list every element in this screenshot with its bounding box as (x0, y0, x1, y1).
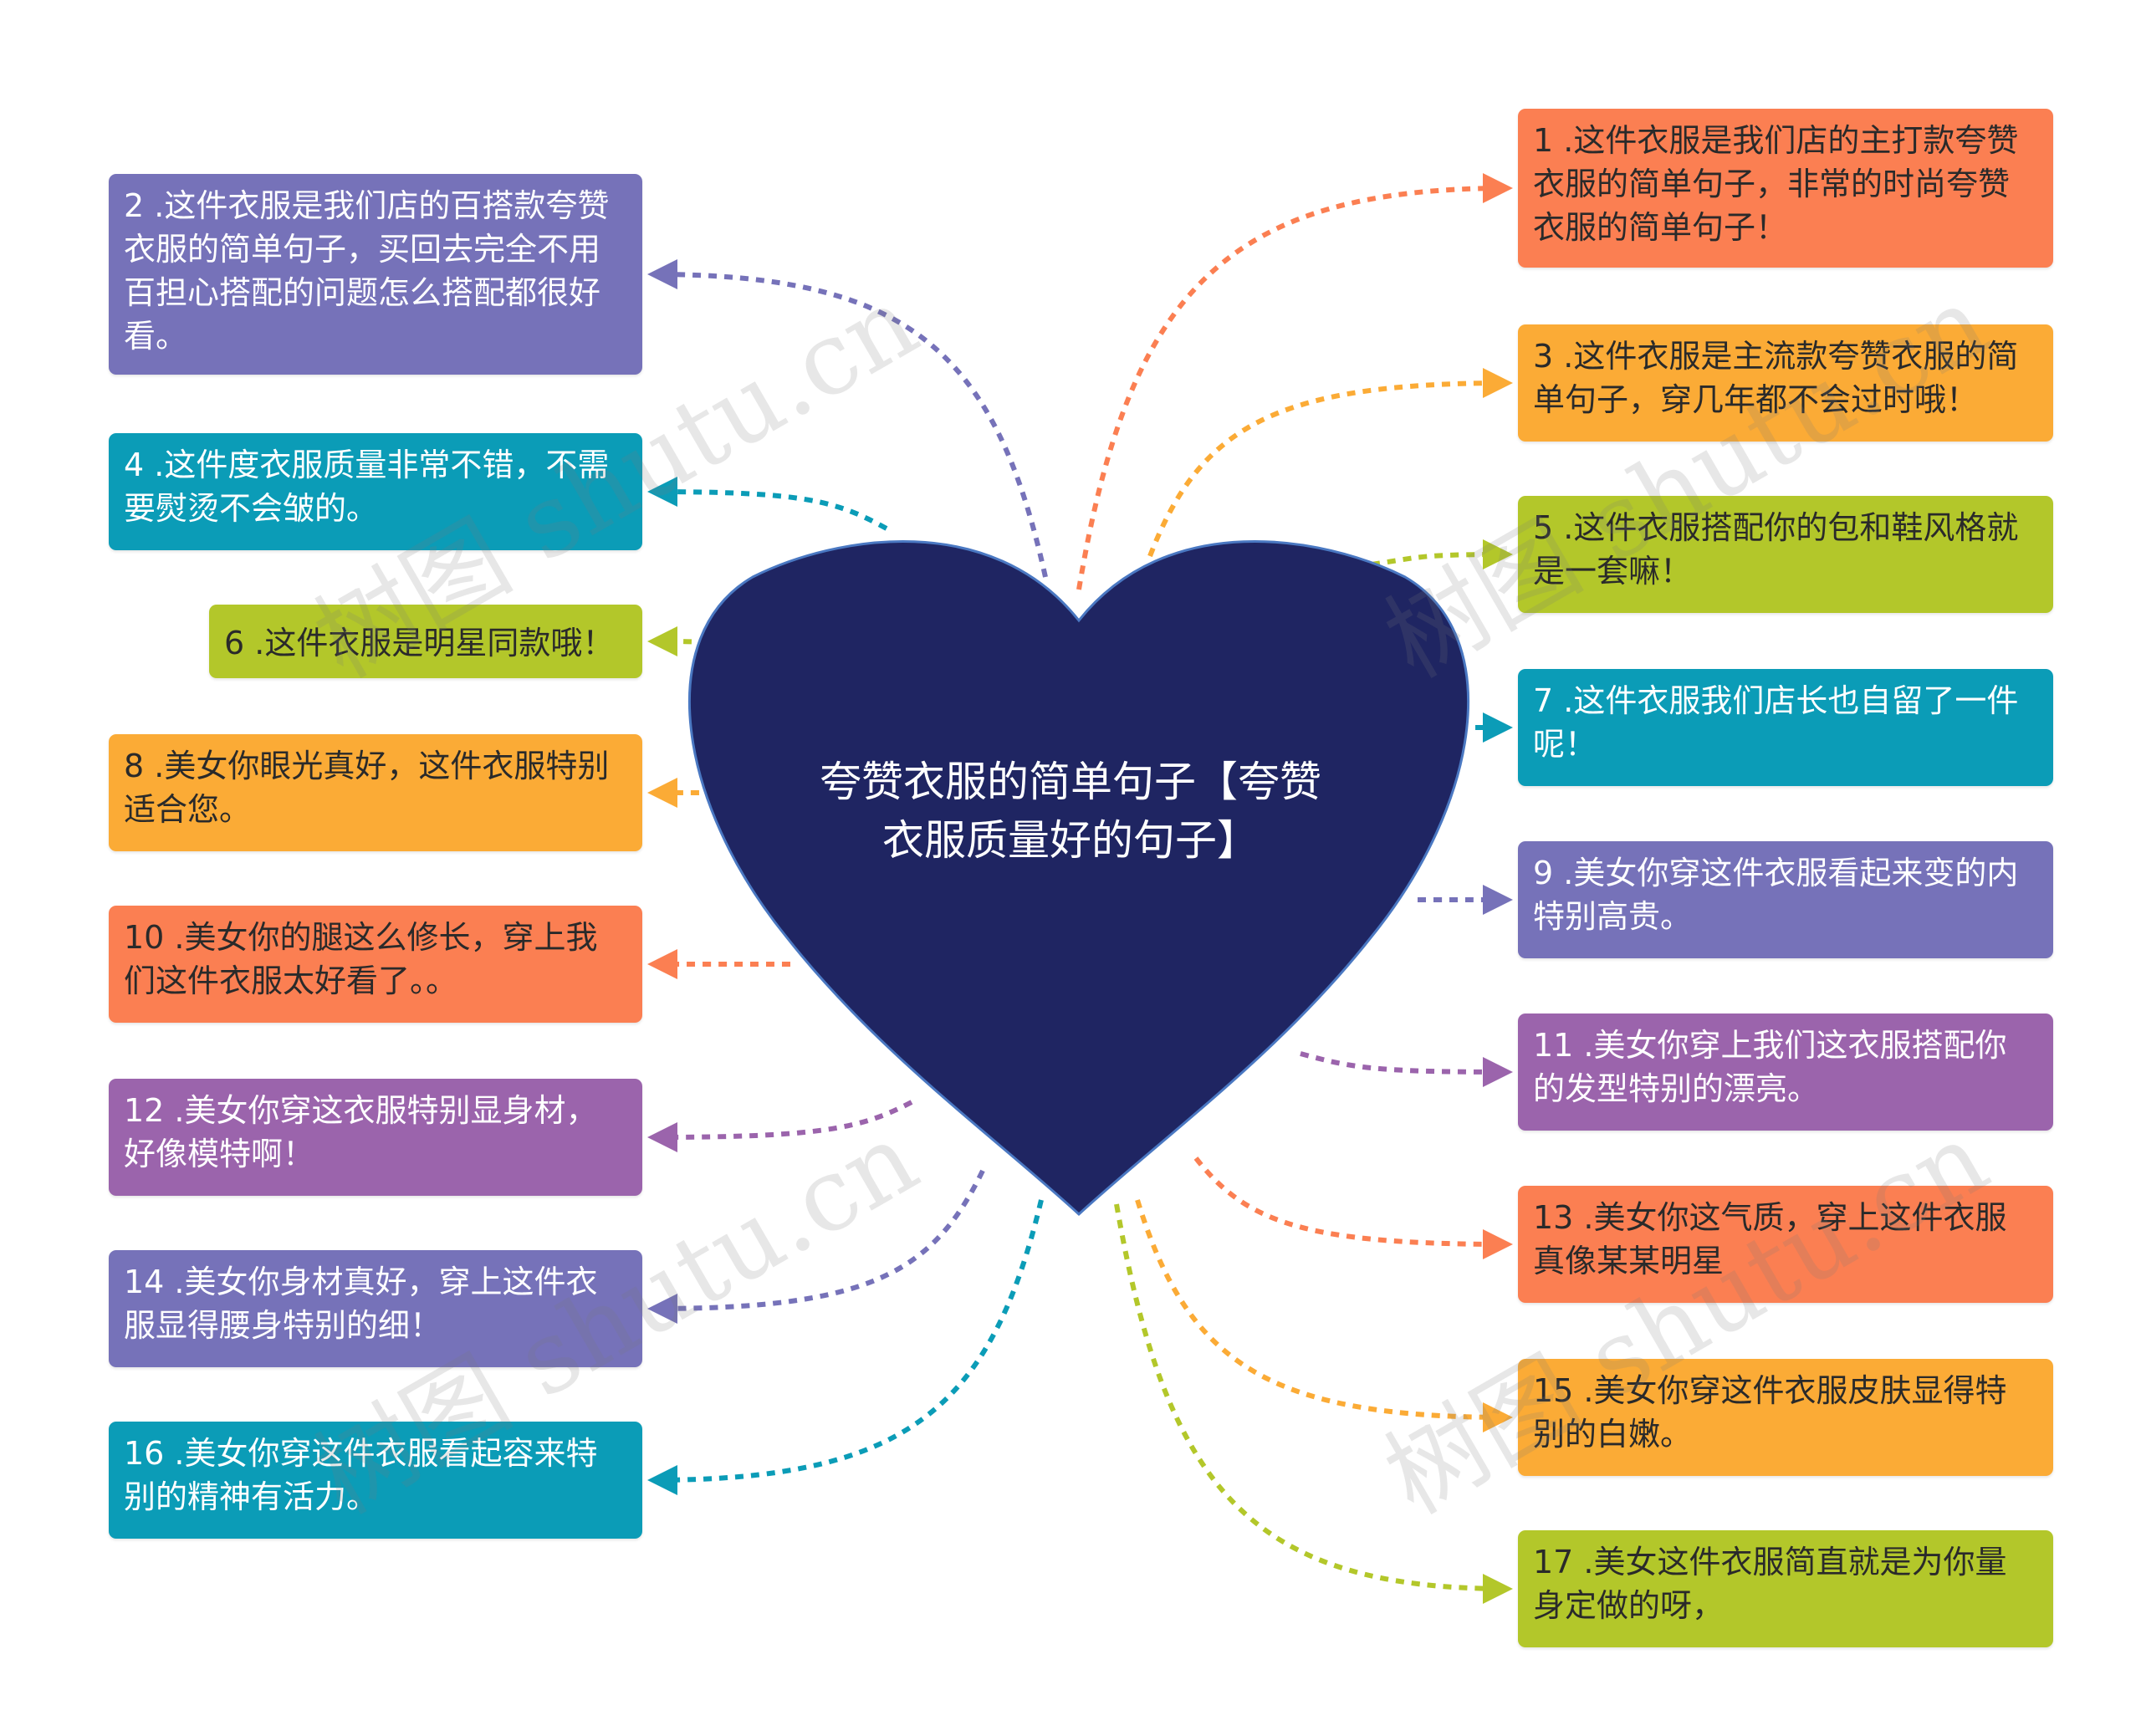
connector-line-5 (1371, 539, 1513, 570)
topic-node-7[interactable]: 7 .这件衣服我们店长也自留了一件呢！ (1518, 669, 2053, 786)
topic-node-17[interactable]: 17 .美女这件衣服简直就是为你量身定做的呀， (1518, 1530, 2053, 1647)
connector-line-3 (1147, 368, 1513, 558)
topic-node-text: 9 .美女你穿这件衣服看起来变的内特别高贵。 (1533, 855, 2019, 935)
connector-line-12 (647, 1100, 913, 1152)
topic-node-text: 4 .这件度衣服质量非常不错，不需要熨烫不会皱的。 (124, 447, 610, 527)
topic-node-5[interactable]: 5 .这件衣服搭配你的包和鞋风格就是一套嘛！ (1518, 496, 2053, 613)
topic-node-13[interactable]: 13 .美女你这气质，穿上这件衣服真像某某明星 (1518, 1186, 2053, 1303)
central-topic-title[interactable]: 夸赞衣服的简单句子【夸赞衣服质量好的句子】 (820, 758, 1321, 865)
topic-node-15[interactable]: 15 .美女你穿这件衣服皮肤显得特别的白嫩。 (1518, 1359, 2053, 1476)
topic-node-2[interactable]: 2 .这件衣服是我们店的百搭款夸赞衣服的简单句子，买回去完全不用百担心搭配的问题… (109, 174, 642, 375)
topic-node-3[interactable]: 3 .这件衣服是主流款夸赞衣服的简单句子，穿几年都不会过时哦！ (1518, 324, 2053, 442)
connector-line-1 (1076, 173, 1513, 590)
topic-node-text: 12 .美女你穿这衣服特别显身材，好像模特啊！ (124, 1092, 598, 1172)
topic-node-12[interactable]: 12 .美女你穿这衣服特别显身材，好像模特啊！ (109, 1079, 642, 1196)
topic-node-text: 2 .这件衣服是我们店的百搭款夸赞衣服的简单句子，买回去完全不用百担心搭配的问题… (124, 187, 610, 355)
topic-node-16[interactable]: 16 .美女你穿这件衣服看起容来特别的精神有活力。 (109, 1422, 642, 1539)
topic-node-14[interactable]: 14 .美女你身材真好，穿上这件衣服显得腰身特别的细！ (109, 1250, 642, 1367)
connector-line-16 (647, 1199, 1044, 1495)
topic-node-text: 14 .美女你身材真好，穿上这件衣服显得腰身特别的细！ (124, 1264, 598, 1344)
topic-node-4[interactable]: 4 .这件度衣服质量非常不错，不需要熨烫不会皱的。 (109, 433, 642, 550)
topic-node-text: 5 .这件衣服搭配你的包和鞋风格就是一套嘛！ (1533, 509, 2019, 590)
connector-line-11 (1300, 1051, 1513, 1087)
connector-line-6 (647, 626, 724, 657)
connector-line-13 (1193, 1156, 1513, 1259)
connector-line-2 (647, 259, 1048, 578)
topic-node-text: 1 .这件衣服是我们店的主打款夸赞衣服的简单句子，非常的时尚夸赞衣服的简单句子！ (1533, 122, 2019, 246)
connector-lines (647, 173, 1513, 1604)
topic-node-11[interactable]: 11 .美女你穿上我们这衣服搭配你的发型特别的漂亮。 (1518, 1014, 2053, 1131)
connector-line-17 (1114, 1203, 1513, 1604)
topic-node-9[interactable]: 9 .美女你穿这件衣服看起来变的内特别高贵。 (1518, 841, 2053, 958)
topic-node-text: 13 .美女你这气质，穿上这件衣服真像某某明星 (1533, 1199, 2007, 1279)
connector-line-4 (647, 477, 888, 531)
connector-line-14 (647, 1169, 985, 1324)
topic-node-10[interactable]: 10 .美女你的腿这么修长，穿上我们这件衣服太好看了。。 (109, 906, 642, 1023)
topic-node-6[interactable]: 6 .这件衣服是明星同款哦！ (209, 605, 642, 678)
topic-node-text: 7 .这件衣服我们店长也自留了一件呢！ (1533, 682, 2019, 763)
topic-node-1[interactable]: 1 .这件衣服是我们店的主打款夸赞衣服的简单句子，非常的时尚夸赞衣服的简单句子！ (1518, 109, 2053, 268)
topic-node-text: 11 .美女你穿上我们这衣服搭配你的发型特别的漂亮。 (1533, 1027, 2007, 1107)
connector-line-15 (1135, 1199, 1513, 1432)
topic-node-text: 10 .美女你的腿这么修长，穿上我们这件衣服太好看了。。 (124, 919, 598, 999)
topic-node-text: 17 .美女这件衣服简直就是为你量身定做的呀， (1533, 1544, 2007, 1624)
topic-node-8[interactable]: 8 .美女你眼光真好，这件衣服特别适合您。 (109, 734, 642, 851)
topic-node-text: 8 .美女你眼光真好，这件衣服特别适合您。 (124, 748, 610, 828)
topic-node-text: 15 .美女你穿这件衣服皮肤显得特别的白嫩。 (1533, 1372, 2007, 1453)
topic-node-text: 3 .这件衣服是主流款夸赞衣服的简单句子，穿几年都不会过时哦！ (1533, 338, 2019, 418)
topic-node-text: 6 .这件衣服是明星同款哦！ (224, 625, 615, 661)
central-heart-shape[interactable] (688, 540, 1469, 1217)
topic-node-text: 16 .美女你穿这件衣服看起容来特别的精神有活力。 (124, 1435, 598, 1515)
